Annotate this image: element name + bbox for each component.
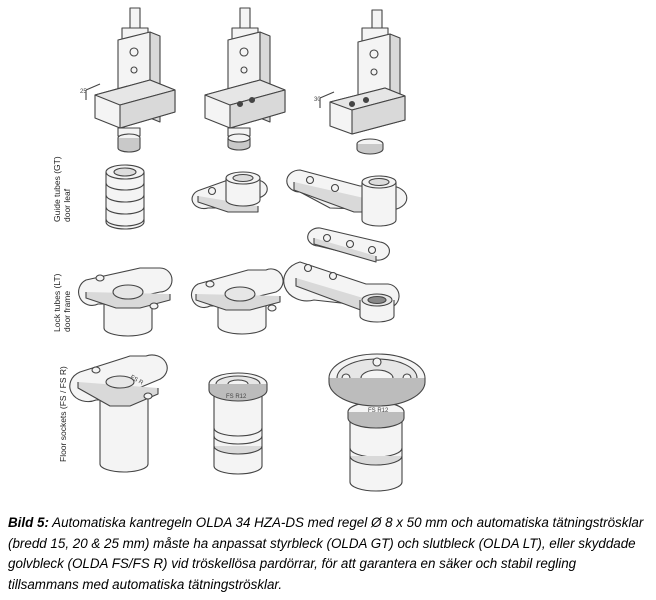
row-label-lock-tubes: Lock tubes (LT) door frame bbox=[52, 274, 72, 332]
floor-socket-1 bbox=[69, 354, 168, 473]
lock-tube-1 bbox=[78, 267, 173, 337]
caption-label: Bild 5: bbox=[8, 515, 49, 530]
row-label-line: door frame bbox=[62, 290, 72, 332]
guide-tube-3 bbox=[286, 169, 408, 227]
edge-bolt-assembly-3 bbox=[319, 9, 406, 155]
dimension-mark-b: 30 bbox=[314, 97, 321, 103]
edge-bolt-assembly-2 bbox=[204, 7, 286, 151]
lock-tube-2 bbox=[190, 268, 284, 335]
lock-tube-3 bbox=[283, 261, 400, 323]
floor-socket-3 bbox=[328, 353, 426, 492]
strike-plate-flat bbox=[307, 227, 390, 263]
row-label-floor-sockets: Floor sockets (FS / FS R) bbox=[58, 366, 68, 462]
dimension-mark-a: 25 bbox=[80, 89, 87, 95]
socket-mark-b: FS R12 bbox=[226, 394, 247, 400]
row-label-line: door leaf bbox=[62, 188, 72, 222]
product-illustration: 25 30 bbox=[69, 7, 426, 492]
edge-bolt-assembly-1 bbox=[85, 7, 176, 153]
caption-text: Automatiska kantregeln OLDA 34 HZA-DS me… bbox=[8, 515, 644, 592]
socket-mark-c: FS R12 bbox=[368, 408, 389, 414]
row-label-line: Guide tubes (GT) bbox=[52, 156, 62, 222]
figure-caption: Bild 5: Automatiska kantregeln OLDA 34 H… bbox=[8, 513, 650, 595]
row-label-guide-tubes: Guide tubes (GT) door leaf bbox=[52, 156, 72, 222]
row-label-line: Floor sockets (FS / FS R) bbox=[58, 366, 68, 462]
row-label-line: Lock tubes (LT) bbox=[52, 273, 62, 332]
floor-socket-2 bbox=[208, 372, 268, 475]
guide-tube-1 bbox=[105, 164, 145, 230]
guide-tube-2 bbox=[191, 171, 268, 213]
